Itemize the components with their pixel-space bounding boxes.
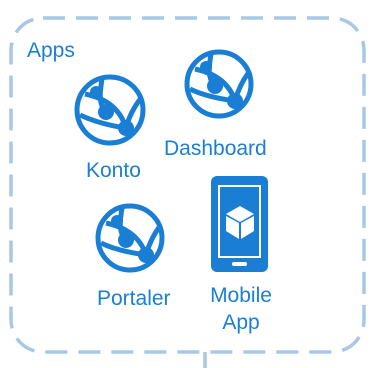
app-label-portaler: Portaler: [97, 287, 171, 310]
mobile-app-phone-icon: [211, 176, 268, 272]
group-title: Apps: [27, 39, 75, 62]
app-label-mobile-app: Mobile App: [196, 284, 286, 335]
app-label-dashboard: Dashboard: [164, 137, 267, 160]
apps-group-border: [9, 16, 366, 354]
web-app-globe-icon: [95, 203, 165, 273]
app-label-konto: Konto: [86, 159, 141, 182]
app-label-mobile-line1: Mobile: [210, 284, 272, 307]
web-app-globe-icon: [184, 49, 254, 119]
web-app-globe-icon: [74, 74, 146, 146]
app-label-mobile-line2: App: [222, 311, 260, 335]
